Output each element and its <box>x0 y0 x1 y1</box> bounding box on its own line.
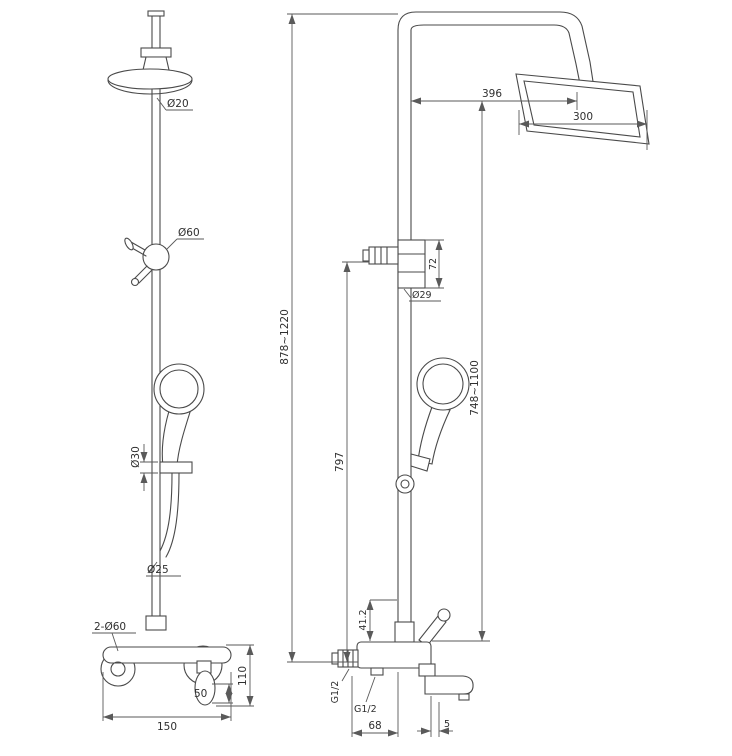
mixer-elbow <box>394 621 415 643</box>
dim-label-diverter: Ø60 <box>178 227 200 239</box>
gooseneck-outer <box>397 11 591 63</box>
gooseneck-inner <box>410 24 577 65</box>
slider-lock-center <box>400 479 410 489</box>
dim-label-head-pipe: Ø20 <box>167 98 189 110</box>
left-view: Ø20 Ø60 Ø30 Ø25 2-Ø60 150 <box>92 10 254 733</box>
left-dimensions: Ø20 Ø60 Ø30 Ø25 2-Ø60 150 <box>92 97 254 733</box>
diverter-body <box>397 239 426 289</box>
hand-shower-face <box>159 369 199 409</box>
slider-lock <box>395 474 415 494</box>
dim-label-tip-offset: 5 <box>444 719 450 730</box>
dim-label-handle-drop: 50 <box>194 688 207 700</box>
mixer-handle <box>194 670 216 706</box>
hand-shower-head <box>153 363 205 415</box>
tub-spout <box>424 675 474 695</box>
dim-label-head-height-range: 748~1100 <box>469 360 481 416</box>
hand-shower-handle <box>161 408 192 467</box>
leader-line <box>365 676 376 703</box>
right-dimensions: 878~1220 797 396 300 748~1100 72 <box>279 13 648 737</box>
riser-pipe <box>397 11 595 623</box>
hand-shower-head <box>416 357 470 411</box>
dim-label-pipe: Ø25 <box>147 564 169 576</box>
diverter-valve <box>124 237 170 287</box>
dim-label-bracket: Ø30 <box>130 446 142 468</box>
head-cone <box>142 56 170 71</box>
leader-line <box>403 288 412 299</box>
leader-line <box>341 668 350 682</box>
riser-pipe <box>147 10 165 619</box>
pull-knob <box>437 608 451 622</box>
mixer-top-connector <box>145 615 167 631</box>
diverter-stem <box>131 247 147 257</box>
lever-tip <box>130 277 140 287</box>
dim-label-head-width: 300 <box>573 111 593 123</box>
hand-shower-handle <box>417 406 451 465</box>
head-tee-fitting <box>140 47 172 58</box>
dim-label-inlet-span: 68 <box>368 720 381 732</box>
knob-cap <box>362 249 370 262</box>
hose <box>165 472 180 558</box>
slider-bracket <box>159 461 193 474</box>
hose <box>159 472 173 552</box>
spout-outlet <box>458 693 470 701</box>
diverter-lever <box>133 265 148 280</box>
dim-label-body-height: 110 <box>237 666 249 686</box>
dim-label-riser-height: 797 <box>334 452 346 472</box>
dim-label-bottom-thread: G1/2 <box>354 704 377 715</box>
pipe-top-cap <box>147 10 165 17</box>
shower-head-square <box>515 73 650 145</box>
leader-line <box>166 238 178 250</box>
diverter-body <box>142 243 170 271</box>
dim-label-spout-rise: 41.2 <box>358 609 369 630</box>
wall-mixer <box>100 615 232 706</box>
leader-line <box>111 632 119 652</box>
hand-shower <box>395 357 470 494</box>
dim-label-overall-height: 878~1220 <box>279 309 291 365</box>
diverter-valve <box>362 239 426 289</box>
diverter-knob <box>368 246 399 265</box>
head-plate <box>515 73 650 145</box>
mixer-body <box>102 646 232 664</box>
right-view: 878~1220 797 396 300 748~1100 72 <box>279 11 650 737</box>
hand-shower-face <box>422 363 464 405</box>
knob-cap <box>331 652 339 665</box>
diverter-lever <box>138 269 153 284</box>
dim-label-flanges: 2-Ø60 <box>94 621 126 633</box>
leader-line <box>156 97 167 111</box>
dim-label-reach: 396 <box>482 88 502 100</box>
dim-label-diverter-height: 72 <box>428 258 439 270</box>
head-rim <box>107 79 193 95</box>
leader-line <box>148 561 158 574</box>
dim-label-side-thread: G1/2 <box>330 681 341 704</box>
dim-label-body-width: 150 <box>157 721 177 733</box>
bottom-port <box>370 667 384 676</box>
spout-neck <box>418 663 436 677</box>
spout-outlet <box>110 661 126 677</box>
head-disc <box>107 68 193 90</box>
wall-mixer <box>331 608 474 701</box>
hand-shower <box>153 363 205 558</box>
shower-holder <box>410 453 431 472</box>
diverter-stem <box>130 241 146 251</box>
shower-head-round <box>107 47 193 95</box>
dim-label-pipe-dia: Ø29 <box>412 290 432 301</box>
diverter-knob <box>124 237 134 251</box>
head-plate-inner <box>523 80 641 138</box>
